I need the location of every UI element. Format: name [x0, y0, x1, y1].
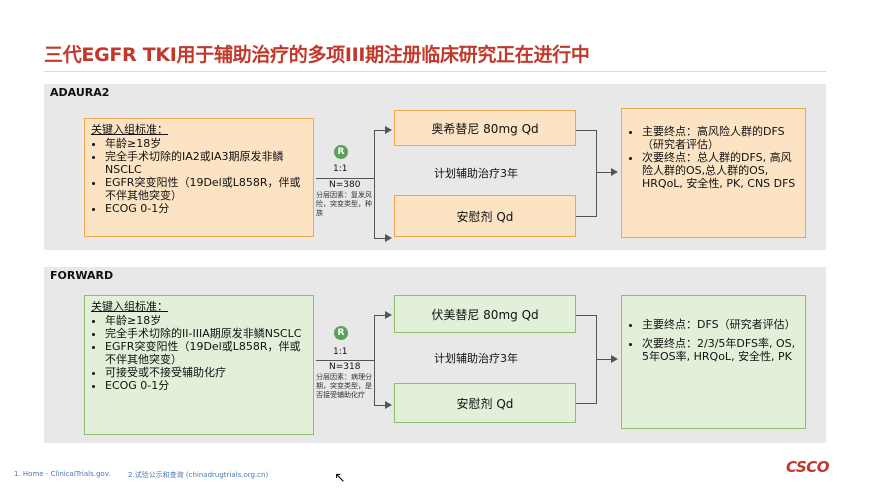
endpoint-item: 次要终点：总人群的DFS, 高风险人群的OS,总人群的OS, HRQoL, 安全… — [642, 151, 799, 190]
connector — [576, 315, 596, 316]
stratification-factors: 分层因素：复发风险，突变类型，种族 — [316, 191, 372, 217]
control-arm: 安慰剂 Qd — [394, 195, 576, 237]
connector — [374, 315, 375, 405]
arrow-icon — [385, 401, 392, 409]
study-name: ADAURA2 — [50, 86, 110, 99]
control-arm: 安慰剂 Qd — [394, 383, 576, 423]
endpoints-box: 主要终点：高风险人群的DFS（研究者评估） 次要终点：总人群的DFS, 高风险人… — [621, 108, 806, 238]
criteria-box: 关键入组标准： 年龄≥18岁 完全手术切除的IA2或IA3期原发非鳞NSCLC … — [84, 118, 314, 237]
arrow-icon — [385, 311, 392, 319]
criteria-item: EGFR突变阳性（19Del或L858R，伴或不伴其他突变） — [105, 176, 307, 202]
criteria-title: 关键入组标准： — [91, 123, 168, 136]
connector — [576, 216, 596, 217]
treatment-arm: 奥希替尼 80mg Qd — [394, 110, 576, 146]
connector — [596, 130, 597, 217]
connector — [596, 359, 612, 360]
arrow-icon — [385, 234, 392, 242]
connector — [596, 172, 612, 173]
footnote-1[interactable]: 1. Home - ClinicalTrials.gov. — [14, 470, 111, 478]
criteria-item: 年龄≥18岁 — [105, 137, 307, 150]
connector — [316, 178, 374, 179]
study-name: FORWARD — [50, 269, 114, 282]
randomize-icon: R — [334, 145, 348, 159]
treatment-arm: 伏美替尼 80mg Qd — [394, 295, 576, 333]
connector — [374, 405, 386, 406]
connector — [374, 238, 386, 239]
treatment-plan: 计划辅助治疗3年 — [434, 352, 518, 365]
criteria-item: ECOG 0-1分 — [105, 379, 307, 392]
endpoint-item: 主要终点：DFS（研究者评估） — [642, 318, 799, 331]
criteria-item: EGFR突变阳性（19Del或L858R，伴或不伴其他突变） — [105, 340, 307, 366]
criteria-item: ECOG 0-1分 — [105, 202, 307, 215]
endpoints-box: 主要终点：DFS（研究者评估） 次要终点：2/3/5年DFS率, OS, 5年O… — [621, 295, 806, 429]
criteria-item: 完全手术切除的IA2或IA3期原发非鳞NSCLC — [105, 150, 307, 176]
sample-size: N=318 — [329, 362, 361, 372]
arrow-icon — [611, 168, 618, 176]
connector — [576, 130, 596, 131]
footnote-2[interactable]: 2.试验公示和查询 (chinadrugtrials.org.cn) — [128, 471, 269, 479]
criteria-item: 完全手术切除的II-IIIA期原发非鳞NSCLC — [105, 327, 307, 340]
arrow-icon — [385, 126, 392, 134]
study-panel-forward: FORWARD 关键入组标准： 年龄≥18岁 完全手术切除的II-IIIA期原发… — [44, 267, 826, 443]
connector — [374, 315, 386, 316]
arrow-icon — [611, 355, 618, 363]
title-divider — [44, 71, 826, 72]
stratification-factors: 分层因素：病理分期，突变类型，是否接受辅助化疗 — [316, 373, 372, 399]
criteria-box: 关键入组标准： 年龄≥18岁 完全手术切除的II-IIIA期原发非鳞NSCLC … — [84, 295, 314, 435]
csco-logo: CSCO — [786, 458, 830, 476]
page-title: 三代EGFR TKI用于辅助治疗的多项III期注册临床研究正在进行中 — [44, 44, 590, 66]
randomization-ratio: 1:1 — [333, 347, 348, 357]
endpoint-item: 次要终点：2/3/5年DFS率, OS, 5年OS率, HRQoL, 安全性, … — [642, 337, 799, 363]
connector — [374, 130, 386, 131]
criteria-item: 年龄≥18岁 — [105, 314, 307, 327]
criteria-title: 关键入组标准： — [91, 300, 168, 313]
study-panel-adaura2: ADAURA2 关键入组标准： 年龄≥18岁 完全手术切除的IA2或IA3期原发… — [44, 84, 826, 250]
sample-size: N=380 — [329, 180, 361, 190]
treatment-plan: 计划辅助治疗3年 — [434, 167, 518, 180]
randomization-ratio: 1:1 — [333, 164, 348, 174]
connector — [576, 403, 596, 404]
criteria-item: 可接受或不接受辅助化疗 — [105, 366, 307, 379]
connector — [374, 130, 375, 238]
mouse-cursor-icon: ↖ — [334, 470, 346, 486]
connector — [316, 360, 374, 361]
endpoint-item: 主要终点：高风险人群的DFS（研究者评估） — [642, 125, 799, 151]
randomize-icon: R — [334, 326, 348, 340]
